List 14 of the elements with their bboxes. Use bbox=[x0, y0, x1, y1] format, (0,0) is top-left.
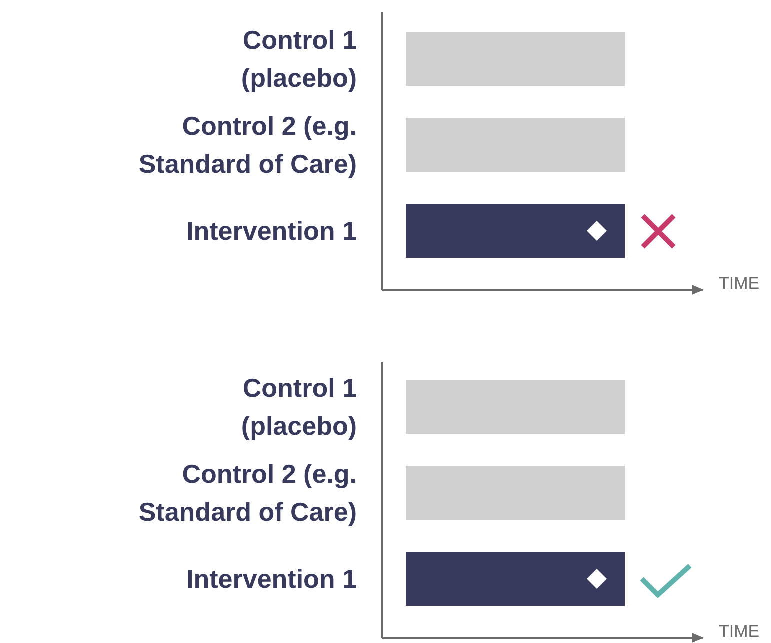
axis-label: TIME bbox=[719, 274, 760, 294]
timeline-bar bbox=[406, 552, 625, 606]
arm-label: Control 2 (e.g. Standard of Care) bbox=[138, 458, 357, 529]
timeline-bar bbox=[406, 118, 625, 172]
timeline-bar bbox=[406, 32, 625, 86]
timeline-bar bbox=[406, 380, 625, 434]
arm-label: Control 1 (placebo) bbox=[240, 24, 357, 95]
axis-label: TIME bbox=[719, 622, 760, 642]
arm-label: Control 2 (e.g. Standard of Care) bbox=[138, 110, 357, 181]
timeline-bar bbox=[406, 204, 625, 258]
arm-label: Intervention 1 bbox=[186, 215, 357, 248]
arm-label: Intervention 1 bbox=[186, 563, 357, 596]
timeline-bar bbox=[406, 466, 625, 520]
arm-label: Control 1 (placebo) bbox=[240, 372, 357, 443]
